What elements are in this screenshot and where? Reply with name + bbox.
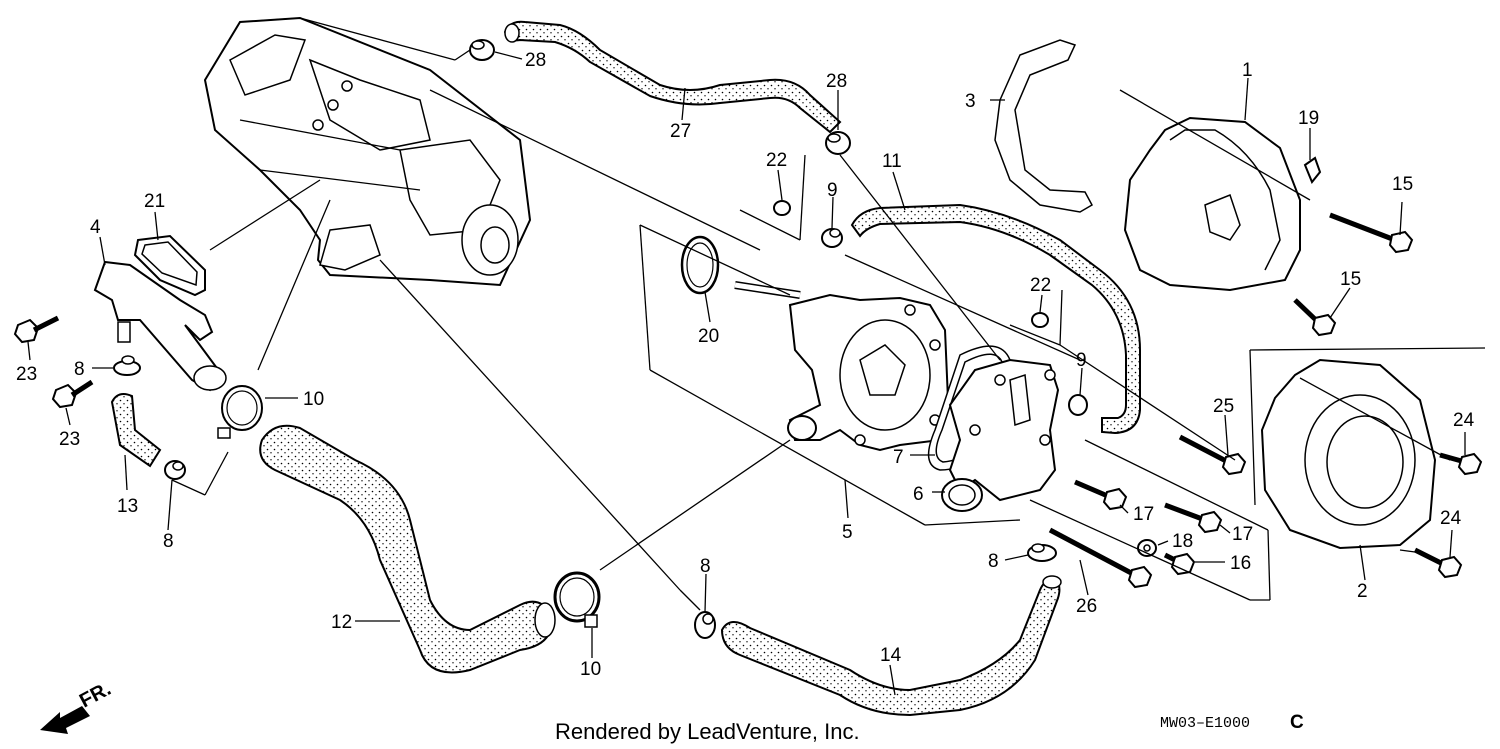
callout-9-upper: 9	[827, 180, 838, 201]
front-arrow-icon	[40, 706, 90, 734]
callout-26: 26	[1076, 596, 1097, 617]
callout-2: 2	[1357, 581, 1368, 602]
bolt-24-upper	[1439, 452, 1483, 476]
callout-11: 11	[882, 151, 902, 172]
hose-clamp-8-lower	[164, 460, 186, 480]
callout-19: 19	[1298, 108, 1319, 129]
bolt-17-left	[1074, 479, 1128, 511]
callout-23-lower: 23	[59, 429, 80, 450]
bolt-15-upper	[1329, 212, 1414, 254]
o-ring-gasket	[133, 234, 206, 297]
bolt-23-upper	[13, 315, 60, 344]
callout-15-lower: 15	[1340, 269, 1361, 290]
pump-cover	[941, 358, 1060, 512]
callout-22-upper: 22	[766, 150, 787, 171]
callout-24-lower: 24	[1440, 508, 1462, 529]
callout-12: 12	[331, 612, 352, 633]
leader-lines	[171, 17, 1486, 611]
callout-18: 18	[1172, 531, 1193, 552]
callout-4: 4	[90, 217, 101, 238]
callout-10-bottom: 10	[580, 659, 601, 680]
callout-15-upper: 15	[1392, 174, 1413, 195]
clip-19	[1303, 156, 1322, 184]
callout-1: 1	[1242, 60, 1253, 81]
hose-14	[720, 575, 1062, 717]
rendered-by-footer: Rendered by LeadVenture, Inc.	[555, 719, 860, 744]
callout-7: 7	[893, 447, 904, 468]
callout-22-lower: 22	[1030, 275, 1051, 296]
hose-clamp-9-upper	[821, 228, 843, 248]
callout-23-upper: 23	[16, 364, 37, 385]
hose-clamp-10-left	[217, 385, 263, 439]
clip-22-upper	[773, 200, 791, 216]
callout-24-upper: 24	[1453, 410, 1475, 431]
o-ring-20	[680, 235, 720, 295]
callout-20: 20	[698, 326, 719, 347]
water-pipe	[93, 260, 227, 392]
callout-14: 14	[880, 645, 902, 666]
callout-10-left: 10	[303, 389, 324, 410]
bolt-16	[1163, 552, 1196, 576]
hose-clamp-8-right	[1027, 543, 1057, 562]
callout-6: 6	[913, 484, 924, 505]
hose-11	[850, 203, 1141, 435]
bolt-23-lower	[51, 379, 94, 409]
bolt-15-lower	[1293, 298, 1337, 337]
hose-13	[110, 393, 162, 468]
engine-block	[203, 16, 532, 287]
hose-27	[503, 20, 842, 134]
callout-16: 16	[1230, 553, 1251, 574]
diagram-code-suffix: C	[1290, 712, 1304, 733]
callout-8-left: 8	[74, 359, 85, 380]
callout-9-right: 9	[1076, 350, 1087, 371]
clip-22-lower	[1031, 312, 1049, 328]
hose-clamp-8-middle	[694, 611, 716, 639]
callout-25: 25	[1213, 396, 1234, 417]
water-pump	[734, 281, 950, 452]
callout-28-mid: 28	[826, 71, 847, 92]
callout-8-middle: 8	[700, 556, 711, 577]
diagram-code: MW03–E1000	[1160, 715, 1250, 732]
bolt-24-lower	[1413, 547, 1463, 579]
callout-leaders	[27, 51, 1466, 696]
bolt-17-right	[1164, 502, 1223, 534]
hose-clamp-28-mid	[825, 131, 851, 155]
hose-clamp-9-right	[1068, 394, 1088, 416]
hose-clamp-28-upper	[469, 39, 495, 61]
front-direction-indicator: FR.	[40, 678, 115, 734]
callout-21: 21	[144, 191, 165, 212]
hose-12	[259, 424, 556, 674]
callout-28-upper: 28	[525, 50, 546, 71]
callout-17-left: 17	[1133, 504, 1154, 525]
hose-clamp-8-left	[113, 355, 141, 376]
callout-3: 3	[965, 91, 976, 112]
cover-2	[1260, 358, 1437, 550]
callout-13: 13	[117, 496, 138, 517]
callout-27: 27	[670, 121, 691, 142]
callout-labels: 1 2 3 4 5 6 7 8 8 8 8 9 9 10 10 11 12 13…	[16, 50, 1475, 680]
washer-18	[1137, 539, 1157, 557]
bolt-26	[1048, 527, 1153, 589]
hose-clamp-10-bottom	[553, 571, 601, 628]
bolt-25	[1178, 434, 1247, 476]
bracket-3	[994, 39, 1094, 213]
callout-17-right: 17	[1232, 524, 1253, 545]
callout-8-lower: 8	[163, 531, 174, 552]
callout-5: 5	[842, 522, 853, 543]
cover-1	[1123, 116, 1301, 292]
callout-8-right: 8	[988, 551, 999, 572]
